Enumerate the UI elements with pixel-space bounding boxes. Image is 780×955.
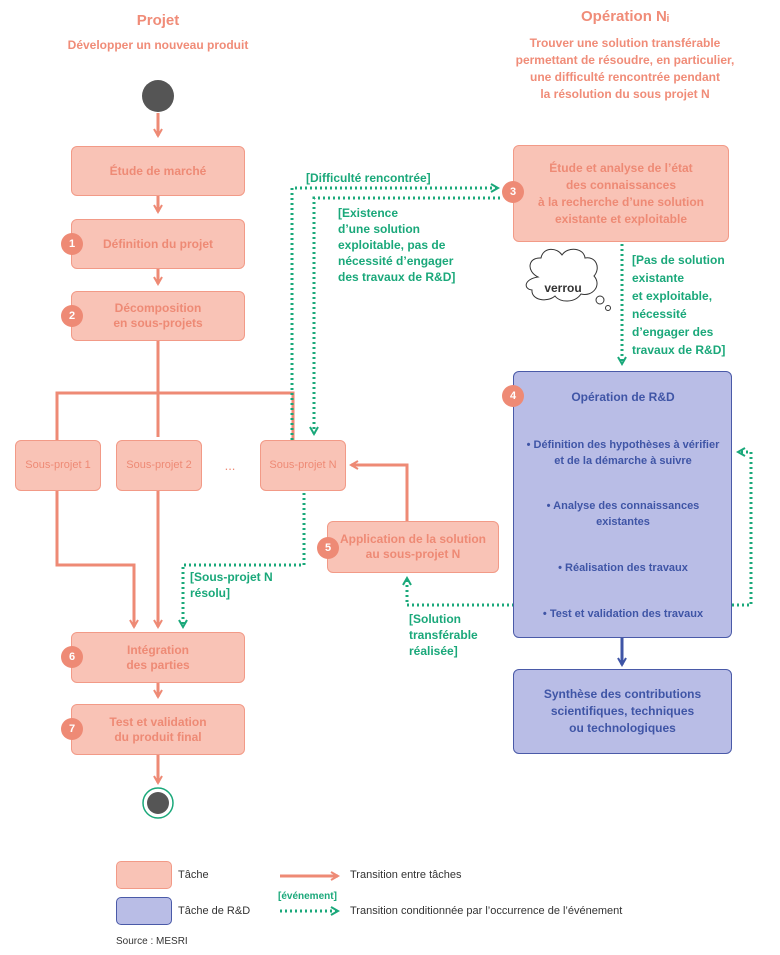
task-label: des connaissances — [565, 177, 677, 192]
condition-line: et exploitable, — [632, 289, 713, 303]
synthesis-line: ou technologiques — [569, 721, 676, 735]
operation-title: Opération Nᵢ — [581, 8, 669, 25]
condition-solution-transferable: [Solution transférable réalisée] — [409, 611, 478, 659]
subproject-ellipsis: ... — [224, 457, 236, 473]
synthesis-line: Synthèse des contributions — [543, 687, 702, 701]
condition-line: des travaux de R&D] — [338, 270, 456, 284]
condition-line: d’engager des — [632, 325, 714, 339]
operation-subtitle: Trouver une solution transférable permet… — [480, 35, 770, 103]
legend-rd-swatch — [116, 897, 172, 925]
task-apply-solution: Application de la solution au sous-proje… — [327, 521, 499, 573]
legend-event-tag: [événement] — [278, 891, 337, 902]
step-badge-1: 1 — [61, 233, 83, 255]
condition-line: exploitable, pas de — [338, 238, 446, 252]
rd-item: existantes — [596, 516, 650, 528]
step-badge-2: 2 — [61, 305, 83, 327]
task-project-definition: Définition du projet — [71, 219, 245, 269]
task-label: Décomposition — [114, 301, 202, 315]
operation-subtitle-line: une difficulté rencontrée pendant — [529, 70, 721, 84]
source-note: Source : MESRI — [116, 936, 188, 947]
task-label: à la recherche d’une solution — [537, 194, 705, 209]
operation-subtitle-line: permettant de résoudre, en particulier, — [515, 53, 735, 67]
step-badge-3: 3 — [502, 181, 524, 203]
task-label: du produit final — [114, 729, 202, 744]
condition-line: transférable — [409, 628, 478, 642]
rd-item: • Définition des hypothèses à vérifier — [526, 439, 720, 451]
condition-line: nécessité — [632, 307, 687, 321]
operation-subtitle-line: la résolution du sous projet N — [540, 87, 710, 101]
condition-line: réalisée] — [409, 644, 458, 658]
task-label: Intégration — [127, 642, 189, 657]
condition-line: travaux de R&D] — [632, 343, 726, 357]
task-label: des parties — [126, 657, 190, 672]
condition-line: d’une solution — [338, 222, 420, 236]
step-badge-4: 4 — [502, 385, 524, 407]
task-label: au sous-projet N — [365, 547, 461, 561]
step-badge-6: 6 — [61, 646, 83, 668]
task-label: Définition du projet — [103, 236, 213, 251]
task-label: Test et validation — [109, 714, 207, 729]
legend-transition-label: Transition entre tâches — [350, 869, 462, 881]
condition-line: [Pas de solution — [632, 253, 725, 267]
cloud-label: verrou — [544, 281, 582, 295]
legend-rd-label: Tâche de R&D — [178, 905, 251, 917]
step-badge-5: 5 — [317, 537, 339, 559]
rd-item: • Réalisation des travaux — [558, 562, 688, 574]
rd-item: et de la démarche à suivre — [554, 455, 692, 467]
condition-line: nécessité d’engager — [338, 254, 454, 268]
condition-existence: [Existence d’une solution exploitable, p… — [338, 205, 455, 285]
task-integration: Intégration des parties — [71, 632, 245, 683]
operation-subtitle-line: Trouver une solution transférable — [529, 36, 721, 50]
condition-subproject-resolved: [Sous-projet N résolu] — [190, 569, 273, 601]
condition-no-solution: [Pas de solution existante et exploitabl… — [632, 251, 725, 359]
project-title: Projet — [136, 12, 180, 29]
rd-operation-title: Opération de R&D — [571, 390, 675, 404]
condition-line: existante — [632, 271, 685, 285]
task-label: en sous-projets — [113, 316, 203, 330]
task-state-of-knowledge: Étude et analyse de l’état des connaissa… — [513, 145, 729, 242]
step-badge-7: 7 — [61, 718, 83, 740]
cloud-shape — [525, 248, 611, 311]
task-label: existante et exploitable — [554, 211, 688, 226]
rd-synthesis-box: Synthèse des contributions scientifiques… — [513, 669, 732, 754]
rd-item: • Test et validation des travaux — [542, 608, 704, 620]
start-node — [142, 80, 174, 112]
task-label: Étude et analyse de l’état — [549, 160, 693, 175]
task-market-study: Étude de marché — [71, 146, 245, 196]
task-subproject-2: Sous-projet 2 — [116, 440, 202, 491]
task-label: Étude de marché — [109, 163, 207, 178]
task-label: Sous-projet 1 — [25, 459, 91, 471]
legend-task-swatch — [116, 861, 172, 889]
rd-operation-box — [513, 371, 732, 638]
task-subproject-1: Sous-projet 1 — [15, 440, 101, 491]
legend-task-label: Tâche — [178, 869, 209, 881]
task-decomposition: Décomposition en sous-projets — [71, 291, 245, 341]
synthesis-line: scientifiques, techniques — [550, 704, 695, 718]
task-subproject-n: Sous-projet N — [260, 440, 346, 491]
condition-line: [Solution — [409, 612, 461, 626]
condition-difficulty: [Difficulté rencontrée] — [306, 171, 431, 185]
legend-conditional-label: Transition conditionnée par l’occurrence… — [350, 905, 623, 917]
task-label: Sous-projet 2 — [126, 459, 192, 471]
task-label: Application de la solution — [339, 532, 486, 546]
rd-item: • Analyse des connaissances — [546, 500, 700, 512]
task-label: Sous-projet N — [269, 459, 337, 471]
project-subtitle: Développer un nouveau produit — [67, 38, 249, 52]
end-node-inner — [147, 792, 169, 814]
condition-line: résolu] — [190, 586, 231, 600]
condition-line: [Sous-projet N — [190, 570, 273, 584]
task-test-validation: Test et validation du produit final — [71, 704, 245, 755]
condition-line: [Existence — [338, 206, 399, 220]
